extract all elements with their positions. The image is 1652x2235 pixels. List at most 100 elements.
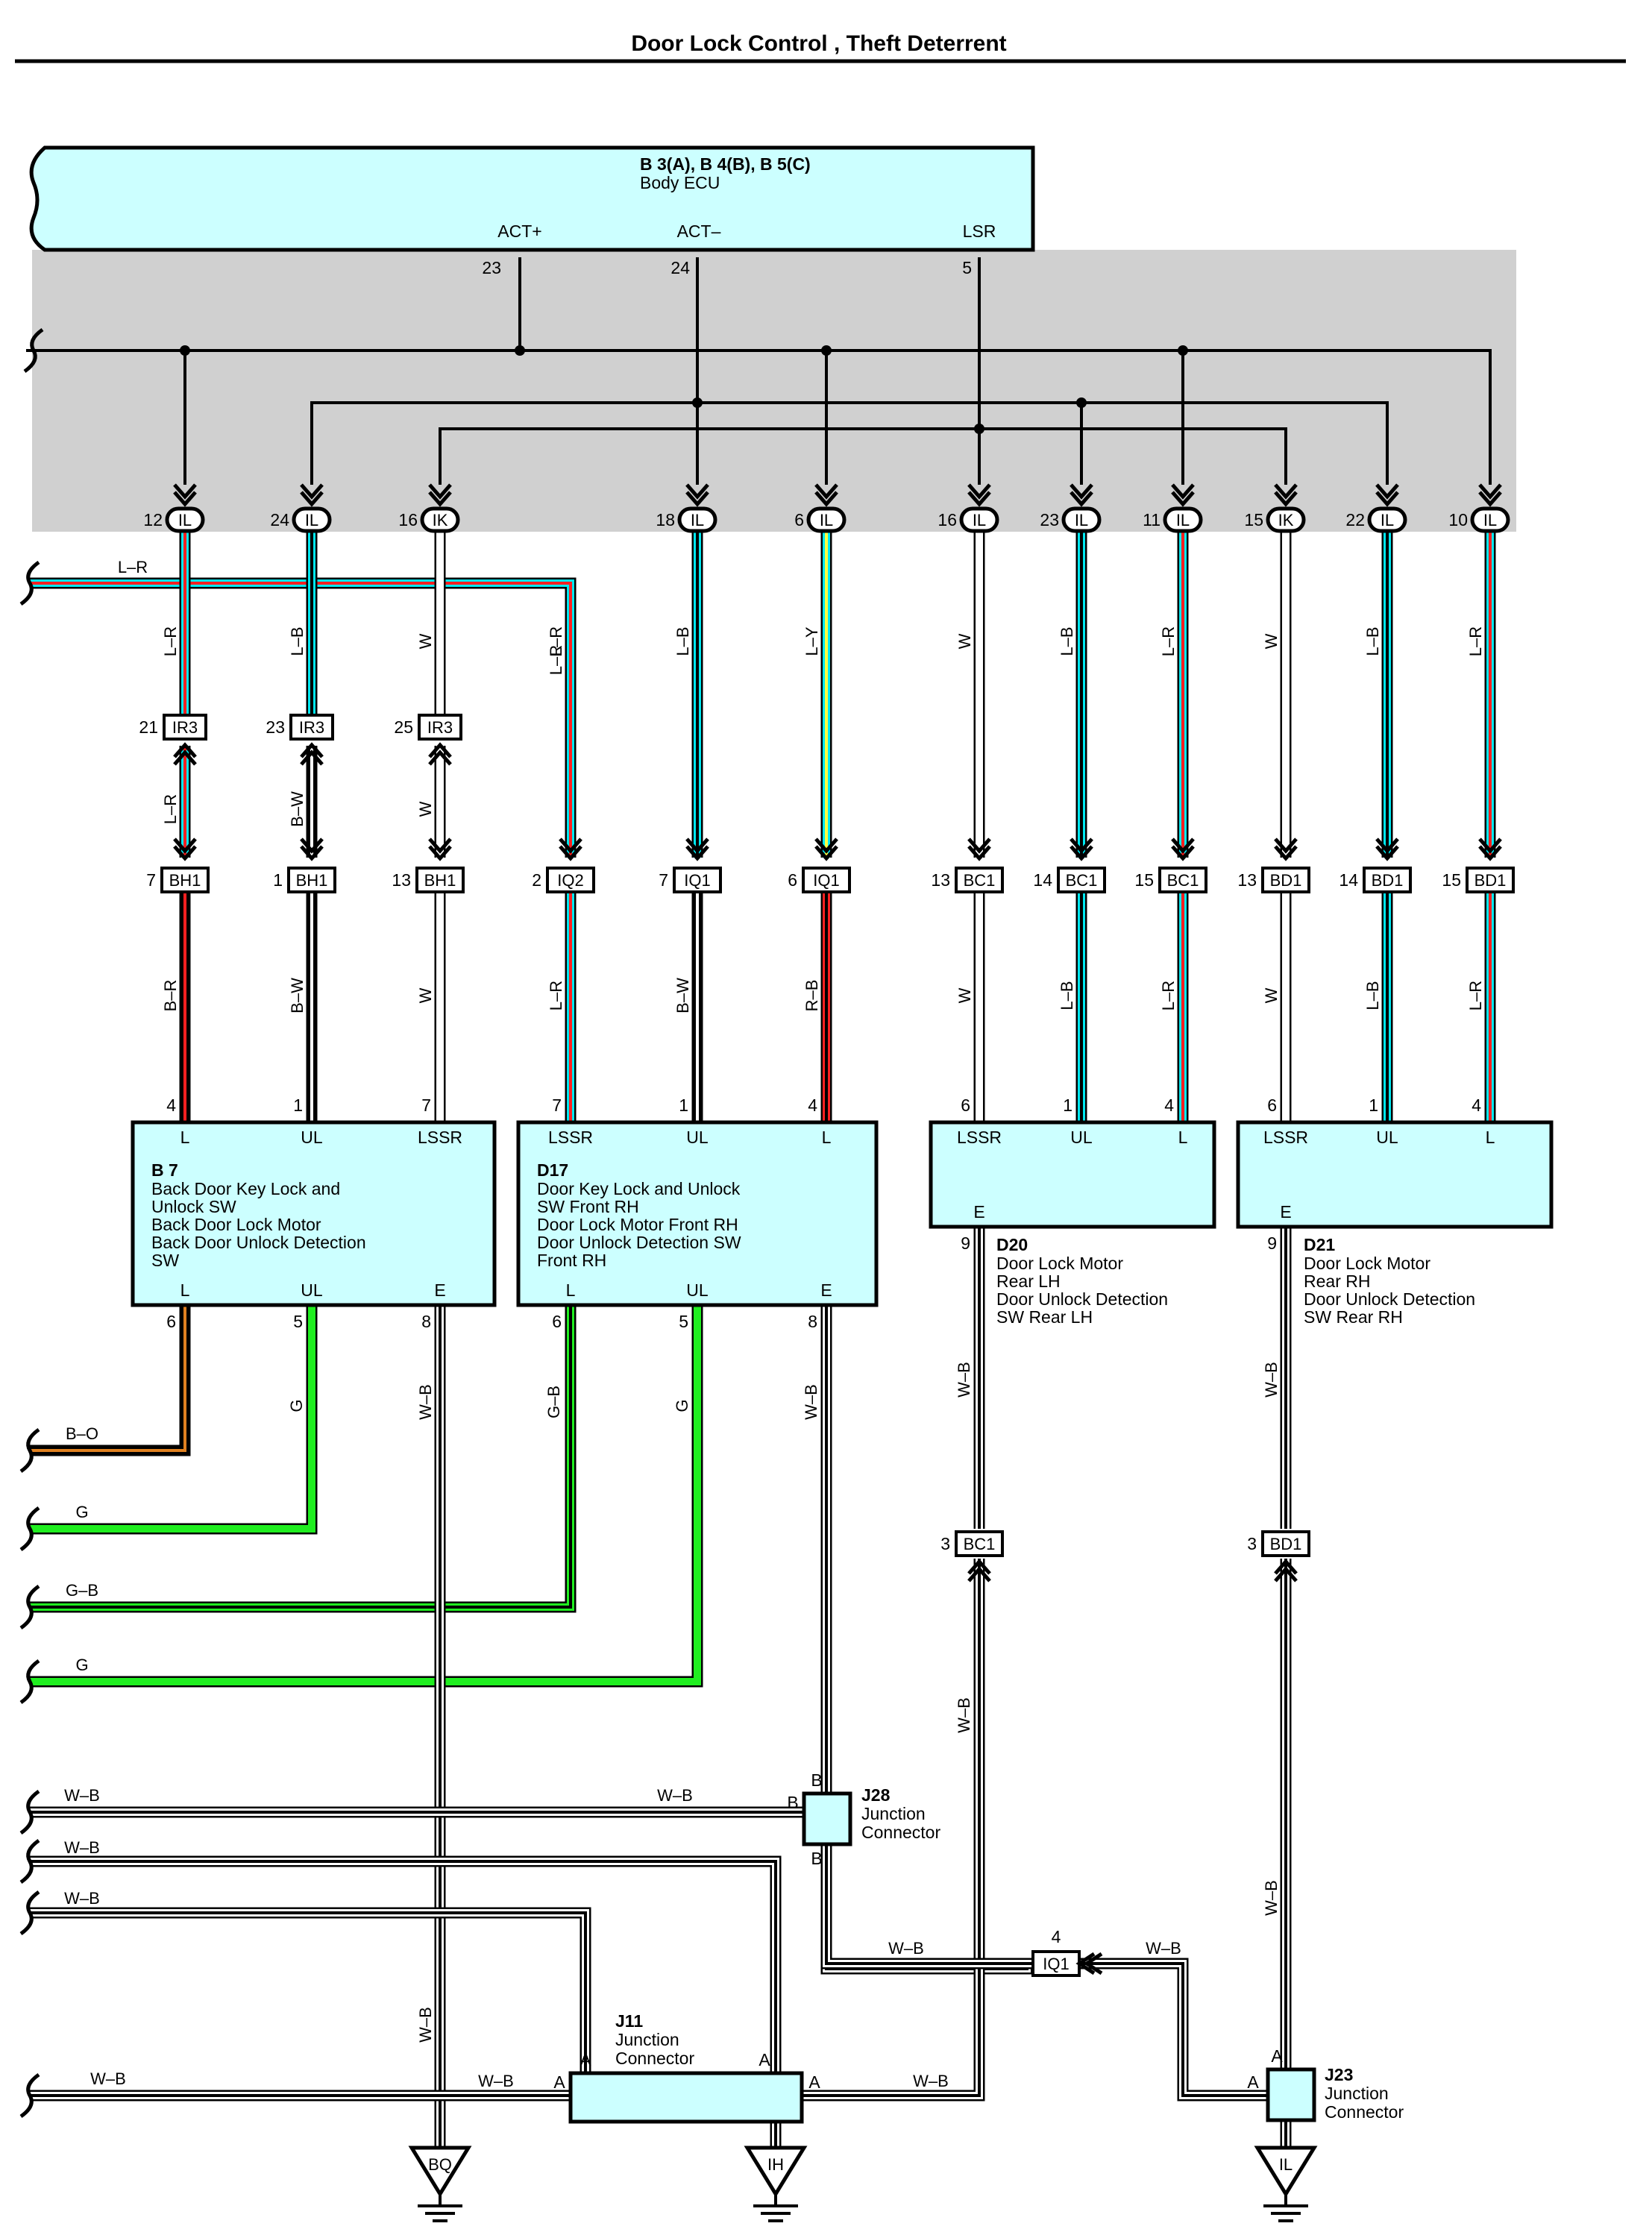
col-7-chevron-down (1070, 837, 1093, 861)
j11-left-wire-label: W–B (478, 2072, 514, 2090)
col-6-wire-top-label: W (955, 633, 974, 649)
col-1-j1-label: IR3 (299, 718, 324, 737)
left-feed-label-0: B–O (66, 1424, 98, 1443)
col-2-j1-box (418, 714, 462, 741)
ecu-chevron-8 (1171, 483, 1195, 507)
shielded-area (32, 250, 1516, 532)
ecu-chevron-0 (173, 483, 197, 507)
iq1-left-wire-label: W–B (888, 1939, 924, 1958)
device-0-bottom-pin-2: 8 (421, 1312, 431, 1331)
col-0-wire-mid-label: L–R (161, 794, 180, 824)
col-2-j2-label: BH1 (424, 871, 456, 890)
col-1-j1-chevron-up (300, 742, 324, 766)
j28-term-bottom: B (811, 1849, 822, 1868)
col-9-ecu-label: IK (1278, 511, 1294, 529)
d21-e2-label: W–B (1262, 1880, 1281, 1916)
b7-l-wire-base (30, 1305, 189, 1454)
col-11-dev-pin: 4 (1472, 1096, 1481, 1115)
col-0-ecu-oval (165, 506, 205, 533)
b7-l-wire-outline (30, 1305, 191, 1456)
left-break-2 (19, 1584, 40, 1630)
col-8-j2-box (1158, 867, 1207, 893)
device-3-line-2: Door Unlock Detection (1304, 1289, 1475, 1309)
col-1-j1-pin: 23 (266, 717, 285, 737)
b7-l-wire-stripe (30, 1305, 186, 1452)
device-2-bottom-term-0: E (973, 1202, 984, 1222)
col-5-wire-top-label: L–Y (803, 626, 821, 656)
col-6-j2-label: BC1 (964, 871, 996, 890)
d17-e-label: W–B (802, 1384, 820, 1420)
device-2-top-term-0: LSSR (957, 1128, 1002, 1147)
ecu-code: B 3(A), B 4(B), B 5(C) (640, 154, 811, 174)
col-2-ecu-label: IK (433, 511, 448, 529)
d17-e-wire-outline (820, 1305, 1033, 1975)
ecu-chevron-7 (1070, 483, 1093, 507)
col-2-wire-top-label: W (416, 633, 435, 649)
left-feed-label-5: W–B (64, 1838, 100, 1857)
ecu-chevron-4 (685, 483, 709, 507)
col-2-j2-box (415, 867, 465, 893)
col-1-j2-box (287, 867, 336, 893)
col-8-j2-label: BC1 (1167, 871, 1199, 890)
device-0-top-term-2: LSSR (418, 1128, 462, 1147)
lower-bd1-label: BD1 (1270, 1535, 1302, 1553)
b7-e-label: W–B (416, 1384, 435, 1420)
left-feed-label-7: W–B (90, 2069, 126, 2088)
device-0-box (131, 1120, 497, 1307)
col-10-wire-low-label: L–B (1363, 981, 1382, 1010)
act-minus-bus (310, 401, 1389, 485)
device-2-top-term-1: UL (1070, 1128, 1093, 1147)
col-7-j2-box (1057, 867, 1106, 893)
col-10-j2-label: BD1 (1372, 871, 1404, 890)
col-1-j1-chevron-down (300, 837, 324, 861)
j23-box (1266, 2067, 1316, 2122)
device-1-code: D17 (537, 1160, 568, 1180)
left-feed-label-3: G (75, 1656, 88, 1674)
col-0-dev-pin: 4 (166, 1096, 176, 1115)
d20-e2-label: W–B (955, 1697, 973, 1733)
col-11-ecu-pin: 10 (1448, 510, 1468, 529)
device-1-line-3: Door Unlock Detection SW (537, 1233, 741, 1252)
col-1-j2-label: BH1 (296, 871, 328, 890)
col-5-wire-low-label: R–B (803, 980, 821, 1012)
device-0-top-term-1: UL (301, 1128, 323, 1147)
d20-e2-wire-stripe (776, 1559, 981, 2097)
col-5-ecu-oval (806, 506, 847, 533)
left-feed-label-2: G–B (66, 1581, 98, 1600)
j28-to-iq1-wire-base (823, 1842, 1037, 1967)
j11-feed-wire-b-base (30, 1909, 589, 2096)
iq1-to-j23-wire-outline (1074, 1958, 1268, 2102)
left-break-7 (19, 2072, 40, 2119)
col-1-j2-pin: 1 (273, 870, 283, 890)
col-1-wire-top-label: L–B (288, 626, 307, 656)
device-2-line-1: Rear LH (996, 1271, 1061, 1291)
col-9-ecu-pin: 15 (1244, 510, 1263, 529)
lower-iq1-chevron (1075, 1952, 1103, 1975)
d17-ul-wire-outline (30, 1305, 703, 1688)
device-2-line-0: Door Lock Motor (996, 1254, 1123, 1273)
col-0-wire-top-label: L–R (161, 626, 180, 656)
j11-feed-wire-b-stripe (30, 1911, 587, 2096)
device-1-bottom-pin-2: 8 (808, 1312, 817, 1331)
col-10-dev-pin: 1 (1369, 1096, 1378, 1115)
col-2-wire-mid-label: W (416, 801, 435, 817)
bus-junction-dot-6 (974, 424, 984, 434)
device-0-line-3: Back Door Unlock Detection (151, 1233, 366, 1252)
j11-term-top-a: A (580, 2050, 591, 2069)
col-7-wire-top-label: L–B (1058, 626, 1076, 656)
left-feed-label: L–R (118, 558, 148, 576)
device-1-line-2: Door Lock Motor Front RH (537, 1215, 738, 1234)
iq1-to-j23-wire-stripe (1074, 1962, 1268, 2097)
device-3-bottom-term-0: E (1280, 1202, 1291, 1222)
left-break-6 (19, 1890, 40, 1936)
left-break-3 (19, 1659, 40, 1705)
col-9-j2-label: BD1 (1270, 871, 1302, 890)
d17-e-wire-stripe (825, 1305, 1028, 1970)
left-feed-label-1: G (75, 1503, 88, 1521)
col-0-ecu-pin: 12 (143, 510, 163, 529)
device-1-bottom-pin-1: 5 (679, 1312, 688, 1331)
device-3-top-term-2: L (1486, 1128, 1495, 1147)
j28-line-1: Connector (861, 1823, 940, 1842)
